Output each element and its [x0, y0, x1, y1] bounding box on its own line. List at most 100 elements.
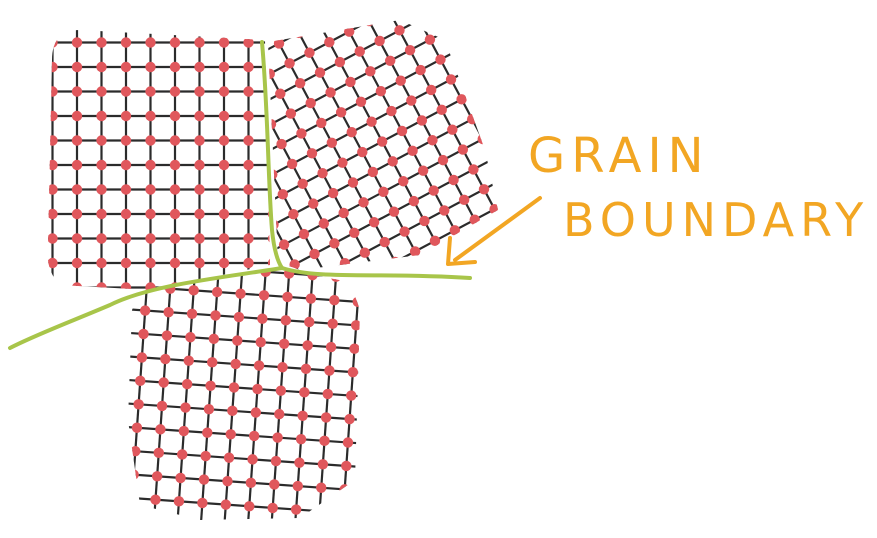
atom — [257, 313, 268, 324]
atom — [550, 223, 560, 233]
atom — [346, 390, 357, 401]
atom — [71, 86, 83, 97]
atom — [357, 146, 368, 158]
atom — [398, 176, 409, 187]
atom — [288, 208, 299, 220]
atom — [194, 135, 205, 146]
lattice-bond — [128, 398, 360, 422]
atom — [530, 233, 540, 243]
atom — [313, 20, 324, 28]
atom — [183, 355, 194, 366]
atom — [185, 332, 196, 343]
atom — [300, 279, 310, 289]
atom — [131, 422, 143, 433]
atom — [211, 286, 223, 298]
atom — [96, 184, 107, 195]
atom — [248, 430, 260, 442]
atom — [485, 53, 496, 64]
atom — [218, 110, 230, 122]
atom — [300, 363, 312, 375]
atom — [489, 203, 498, 215]
atom — [218, 233, 230, 244]
atom — [47, 208, 58, 220]
atom — [324, 36, 335, 48]
atom — [268, 20, 274, 29]
lattice-bond — [128, 516, 356, 520]
atom — [208, 333, 220, 345]
atom — [120, 61, 132, 73]
atom — [23, 209, 33, 219]
atom — [232, 335, 243, 346]
atom — [381, 287, 391, 297]
atom — [205, 380, 216, 391]
atom — [233, 9, 243, 19]
atom — [71, 257, 83, 269]
atom — [314, 67, 326, 78]
atom — [96, 37, 107, 48]
atom — [71, 282, 83, 290]
atom — [415, 64, 426, 76]
atom — [540, 203, 550, 213]
atom — [404, 45, 416, 56]
atom — [267, 502, 278, 514]
atom — [107, 444, 117, 454]
atom — [466, 113, 478, 125]
atom — [120, 208, 132, 220]
atom — [245, 477, 257, 489]
lattice-bond — [268, 54, 305, 270]
atom — [293, 27, 305, 39]
atom — [337, 507, 349, 519]
atom — [47, 110, 58, 122]
atom — [384, 55, 396, 66]
atom — [172, 519, 183, 520]
lattice-bond — [268, 33, 345, 270]
atom — [96, 135, 107, 146]
atom — [194, 233, 205, 244]
atom — [497, 123, 498, 134]
atom — [448, 174, 459, 186]
atom — [188, 285, 199, 296]
lattice-bond — [128, 492, 358, 515]
atom — [108, 421, 118, 431]
lattice-bond — [369, 20, 498, 251]
atom — [488, 153, 498, 165]
lattice-bond — [128, 305, 360, 328]
atom — [509, 193, 519, 203]
atom — [313, 529, 323, 538]
atom — [0, 37, 9, 47]
atom — [355, 96, 367, 107]
atom — [243, 86, 254, 97]
grain-top-right — [233, 9, 560, 318]
atom — [225, 429, 236, 440]
atom — [197, 497, 208, 509]
label-boundary: BOUNDARY — [563, 193, 869, 247]
atom — [23, 37, 33, 47]
atom — [290, 504, 302, 515]
atom — [155, 424, 166, 435]
atom — [72, 13, 82, 23]
atom — [407, 145, 418, 157]
lattice-bond — [268, 20, 430, 75]
atom — [169, 159, 181, 171]
atom — [367, 166, 379, 178]
atom — [341, 308, 351, 318]
atom — [202, 427, 213, 438]
atom — [465, 63, 477, 75]
atom — [350, 320, 360, 331]
atom — [339, 484, 350, 495]
atom — [198, 474, 210, 485]
atom — [194, 208, 205, 220]
atom — [227, 405, 238, 417]
atom — [258, 290, 270, 301]
atom — [47, 257, 58, 269]
lattice-bond — [128, 445, 360, 469]
atom — [436, 104, 447, 116]
atom — [309, 248, 320, 260]
atom — [318, 218, 330, 229]
atom — [233, 311, 245, 323]
atom — [194, 184, 205, 195]
atom — [218, 184, 230, 195]
atom — [329, 238, 340, 249]
atom — [47, 159, 58, 171]
atom — [194, 86, 205, 97]
